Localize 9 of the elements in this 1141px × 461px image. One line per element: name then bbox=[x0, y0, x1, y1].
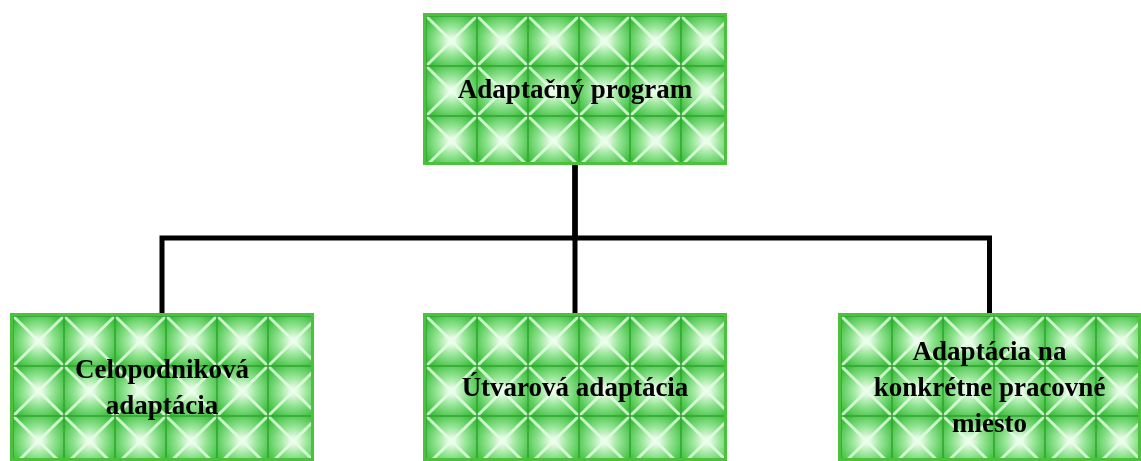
process-box bbox=[423, 313, 727, 461]
process-box bbox=[838, 313, 1141, 461]
box-label: Adaptačný program bbox=[457, 73, 693, 106]
box-label: Adaptácia na konkrétne pracovné miesto bbox=[872, 335, 1107, 440]
connector-line bbox=[572, 165, 992, 313]
process-box bbox=[423, 13, 727, 165]
process-box bbox=[10, 313, 314, 461]
box-label: Celopodniková adaptácia bbox=[73, 353, 251, 422]
box-label: Útvarová adaptácia bbox=[461, 371, 689, 404]
